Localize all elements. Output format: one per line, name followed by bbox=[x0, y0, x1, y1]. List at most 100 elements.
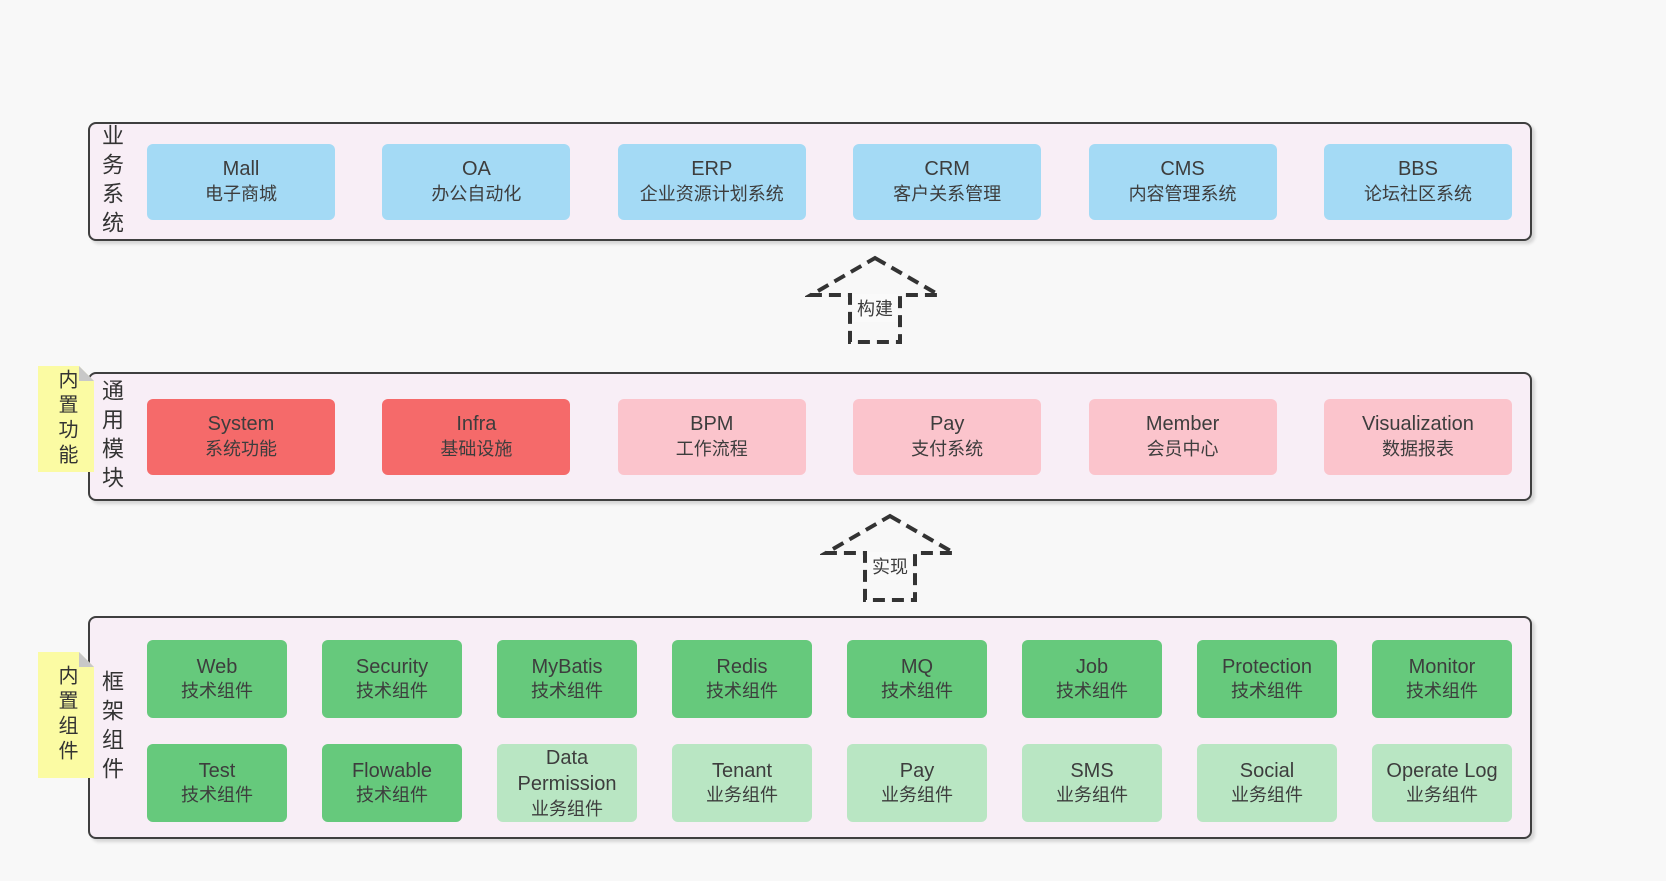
box-title: Tenant bbox=[711, 759, 773, 782]
box-title: Pay bbox=[929, 413, 965, 436]
box-job: Job 技术组件 bbox=[1022, 640, 1162, 718]
box-subtitle: 业务组件 bbox=[1231, 785, 1303, 806]
box-subtitle: 技术组件 bbox=[1231, 681, 1303, 702]
box-protection: Protection 技术组件 bbox=[1197, 640, 1337, 718]
box-subtitle: 技术组件 bbox=[181, 785, 253, 806]
box-flowable: Flowable 技术组件 bbox=[322, 744, 462, 822]
box-subtitle: 客户关系管理 bbox=[893, 183, 1002, 204]
box-crm: CRM 客户关系管理 bbox=[853, 143, 1042, 220]
box-title: Mall bbox=[222, 158, 260, 181]
layer-label-modules: 通用模块 bbox=[99, 378, 124, 495]
components-row-1: Web 技术组件 Security 技术组件 MyBatis 技术组件 Redi… bbox=[147, 640, 1512, 718]
box-title: BBS bbox=[1397, 158, 1438, 181]
tab-label: 内置功能 bbox=[55, 369, 77, 469]
box-subtitle: 技术组件 bbox=[881, 681, 953, 702]
box-subtitle: 技术组件 bbox=[1056, 681, 1128, 702]
box-erp: ERP 企业资源计划系统 bbox=[617, 143, 806, 220]
box-redis: Redis 技术组件 bbox=[672, 640, 812, 718]
box-subtitle: 业务组件 bbox=[706, 785, 778, 806]
box-subtitle: 技术组件 bbox=[706, 681, 778, 702]
box-mall: Mall 电子商城 bbox=[147, 143, 335, 220]
box-title: Web bbox=[196, 655, 238, 678]
box-system: System 系统功能 bbox=[147, 398, 335, 475]
box-title: Security bbox=[355, 655, 429, 678]
box-mybatis: MyBatis 技术组件 bbox=[497, 640, 637, 718]
arrow-build: 构建 bbox=[805, 254, 945, 346]
box-subtitle: 支付系统 bbox=[911, 438, 984, 459]
layer-common-modules: 通用模块 System 系统功能 Infra 基础设施 BPM 工作流程 Pay… bbox=[88, 372, 1532, 501]
dashed-up-arrow-icon bbox=[805, 255, 945, 344]
box-title: Social bbox=[1239, 759, 1295, 782]
box-social: Social 业务组件 bbox=[1197, 744, 1337, 822]
tab-built-in-components: 内置组件 bbox=[38, 652, 94, 778]
box-subtitle: 办公自动化 bbox=[431, 183, 522, 204]
box-sms: SMS 业务组件 bbox=[1022, 744, 1162, 822]
box-subtitle: 论坛社区系统 bbox=[1363, 183, 1472, 204]
box-subtitle: 工作流程 bbox=[675, 438, 748, 459]
box-operate-log: Operate Log 业务组件 bbox=[1372, 744, 1512, 822]
box-title: Flowable bbox=[351, 759, 433, 782]
box-subtitle: 业务组件 bbox=[881, 785, 953, 806]
box-title: Job bbox=[1075, 655, 1109, 678]
box-infra: Infra 基础设施 bbox=[382, 398, 571, 475]
box-title: ERP bbox=[691, 158, 733, 181]
box-title: Data Permission bbox=[517, 746, 617, 796]
box-pay-module: Pay 支付系统 bbox=[853, 398, 1042, 475]
box-cms: CMS 内容管理系统 bbox=[1088, 143, 1277, 220]
box-title: Monitor bbox=[1408, 655, 1476, 678]
box-title: System bbox=[207, 413, 275, 436]
layer-framework-components: 框架组件 Web 技术组件 Security 技术组件 MyBatis 技术组件… bbox=[88, 616, 1532, 839]
layer-label-business: 业务系统 bbox=[99, 123, 124, 240]
box-subtitle: 会员中心 bbox=[1146, 438, 1219, 459]
layer-business-systems: 业务系统 Mall 电子商城 OA 办公自动化 ERP 企业资源计划系统 CRM… bbox=[88, 122, 1532, 241]
box-subtitle: 技术组件 bbox=[356, 785, 428, 806]
box-title: Infra bbox=[456, 413, 497, 436]
box-subtitle: 基础设施 bbox=[440, 438, 513, 459]
box-title: OA bbox=[461, 158, 491, 181]
box-title: Protection bbox=[1221, 655, 1313, 678]
box-subtitle: 技术组件 bbox=[531, 681, 603, 702]
box-pay-component: Pay 业务组件 bbox=[847, 744, 987, 822]
box-title: SMS bbox=[1070, 759, 1114, 782]
box-subtitle: 系统功能 bbox=[205, 438, 277, 459]
box-mq: MQ 技术组件 bbox=[847, 640, 987, 718]
box-title: CMS bbox=[1160, 158, 1205, 181]
modules-boxes-row: System 系统功能 Infra 基础设施 BPM 工作流程 Pay 支付系统… bbox=[147, 398, 1512, 475]
box-bpm: BPM 工作流程 bbox=[617, 398, 806, 475]
layer-label-components: 框架组件 bbox=[99, 669, 124, 786]
box-data-permission: Data Permission 业务组件 bbox=[497, 744, 637, 822]
box-subtitle: 技术组件 bbox=[356, 681, 428, 702]
box-oa: OA 办公自动化 bbox=[382, 143, 571, 220]
box-bbs: BBS 论坛社区系统 bbox=[1323, 143, 1512, 220]
box-test: Test 技术组件 bbox=[147, 744, 287, 822]
box-title: Test bbox=[198, 759, 236, 782]
box-visualization: Visualization 数据报表 bbox=[1323, 398, 1512, 475]
box-subtitle: 电子商城 bbox=[205, 183, 277, 204]
arrow-implement-label: 实现 bbox=[868, 552, 912, 580]
components-row-2: Test 技术组件 Flowable 技术组件 Data Permission … bbox=[147, 744, 1512, 822]
box-title: Operate Log bbox=[1386, 759, 1498, 782]
box-subtitle: 技术组件 bbox=[181, 681, 253, 702]
box-title: MyBatis bbox=[531, 655, 603, 678]
box-title: Redis bbox=[716, 655, 768, 678]
business-boxes-row: Mall 电子商城 OA 办公自动化 ERP 企业资源计划系统 CRM 客户关系… bbox=[147, 143, 1512, 220]
box-title: Visualization bbox=[1361, 413, 1474, 436]
box-subtitle: 业务组件 bbox=[1406, 785, 1478, 806]
box-title: BPM bbox=[690, 413, 734, 436]
dashed-up-arrow-icon bbox=[820, 513, 960, 602]
box-subtitle: 业务组件 bbox=[1056, 785, 1128, 806]
box-subtitle: 企业资源计划系统 bbox=[639, 183, 784, 204]
box-security: Security 技术组件 bbox=[322, 640, 462, 718]
arrow-implement: 实现 bbox=[820, 512, 960, 604]
box-tenant: Tenant 业务组件 bbox=[672, 744, 812, 822]
box-subtitle: 内容管理系统 bbox=[1128, 183, 1237, 204]
box-member: Member 会员中心 bbox=[1088, 398, 1277, 475]
box-title: MQ bbox=[900, 655, 934, 678]
box-title: Pay bbox=[899, 759, 935, 782]
arrow-build-label: 构建 bbox=[853, 294, 897, 322]
box-subtitle: 技术组件 bbox=[1406, 681, 1478, 702]
tab-built-in-features: 内置功能 bbox=[38, 366, 94, 472]
box-subtitle: 业务组件 bbox=[531, 798, 603, 819]
box-title: CRM bbox=[924, 158, 970, 181]
